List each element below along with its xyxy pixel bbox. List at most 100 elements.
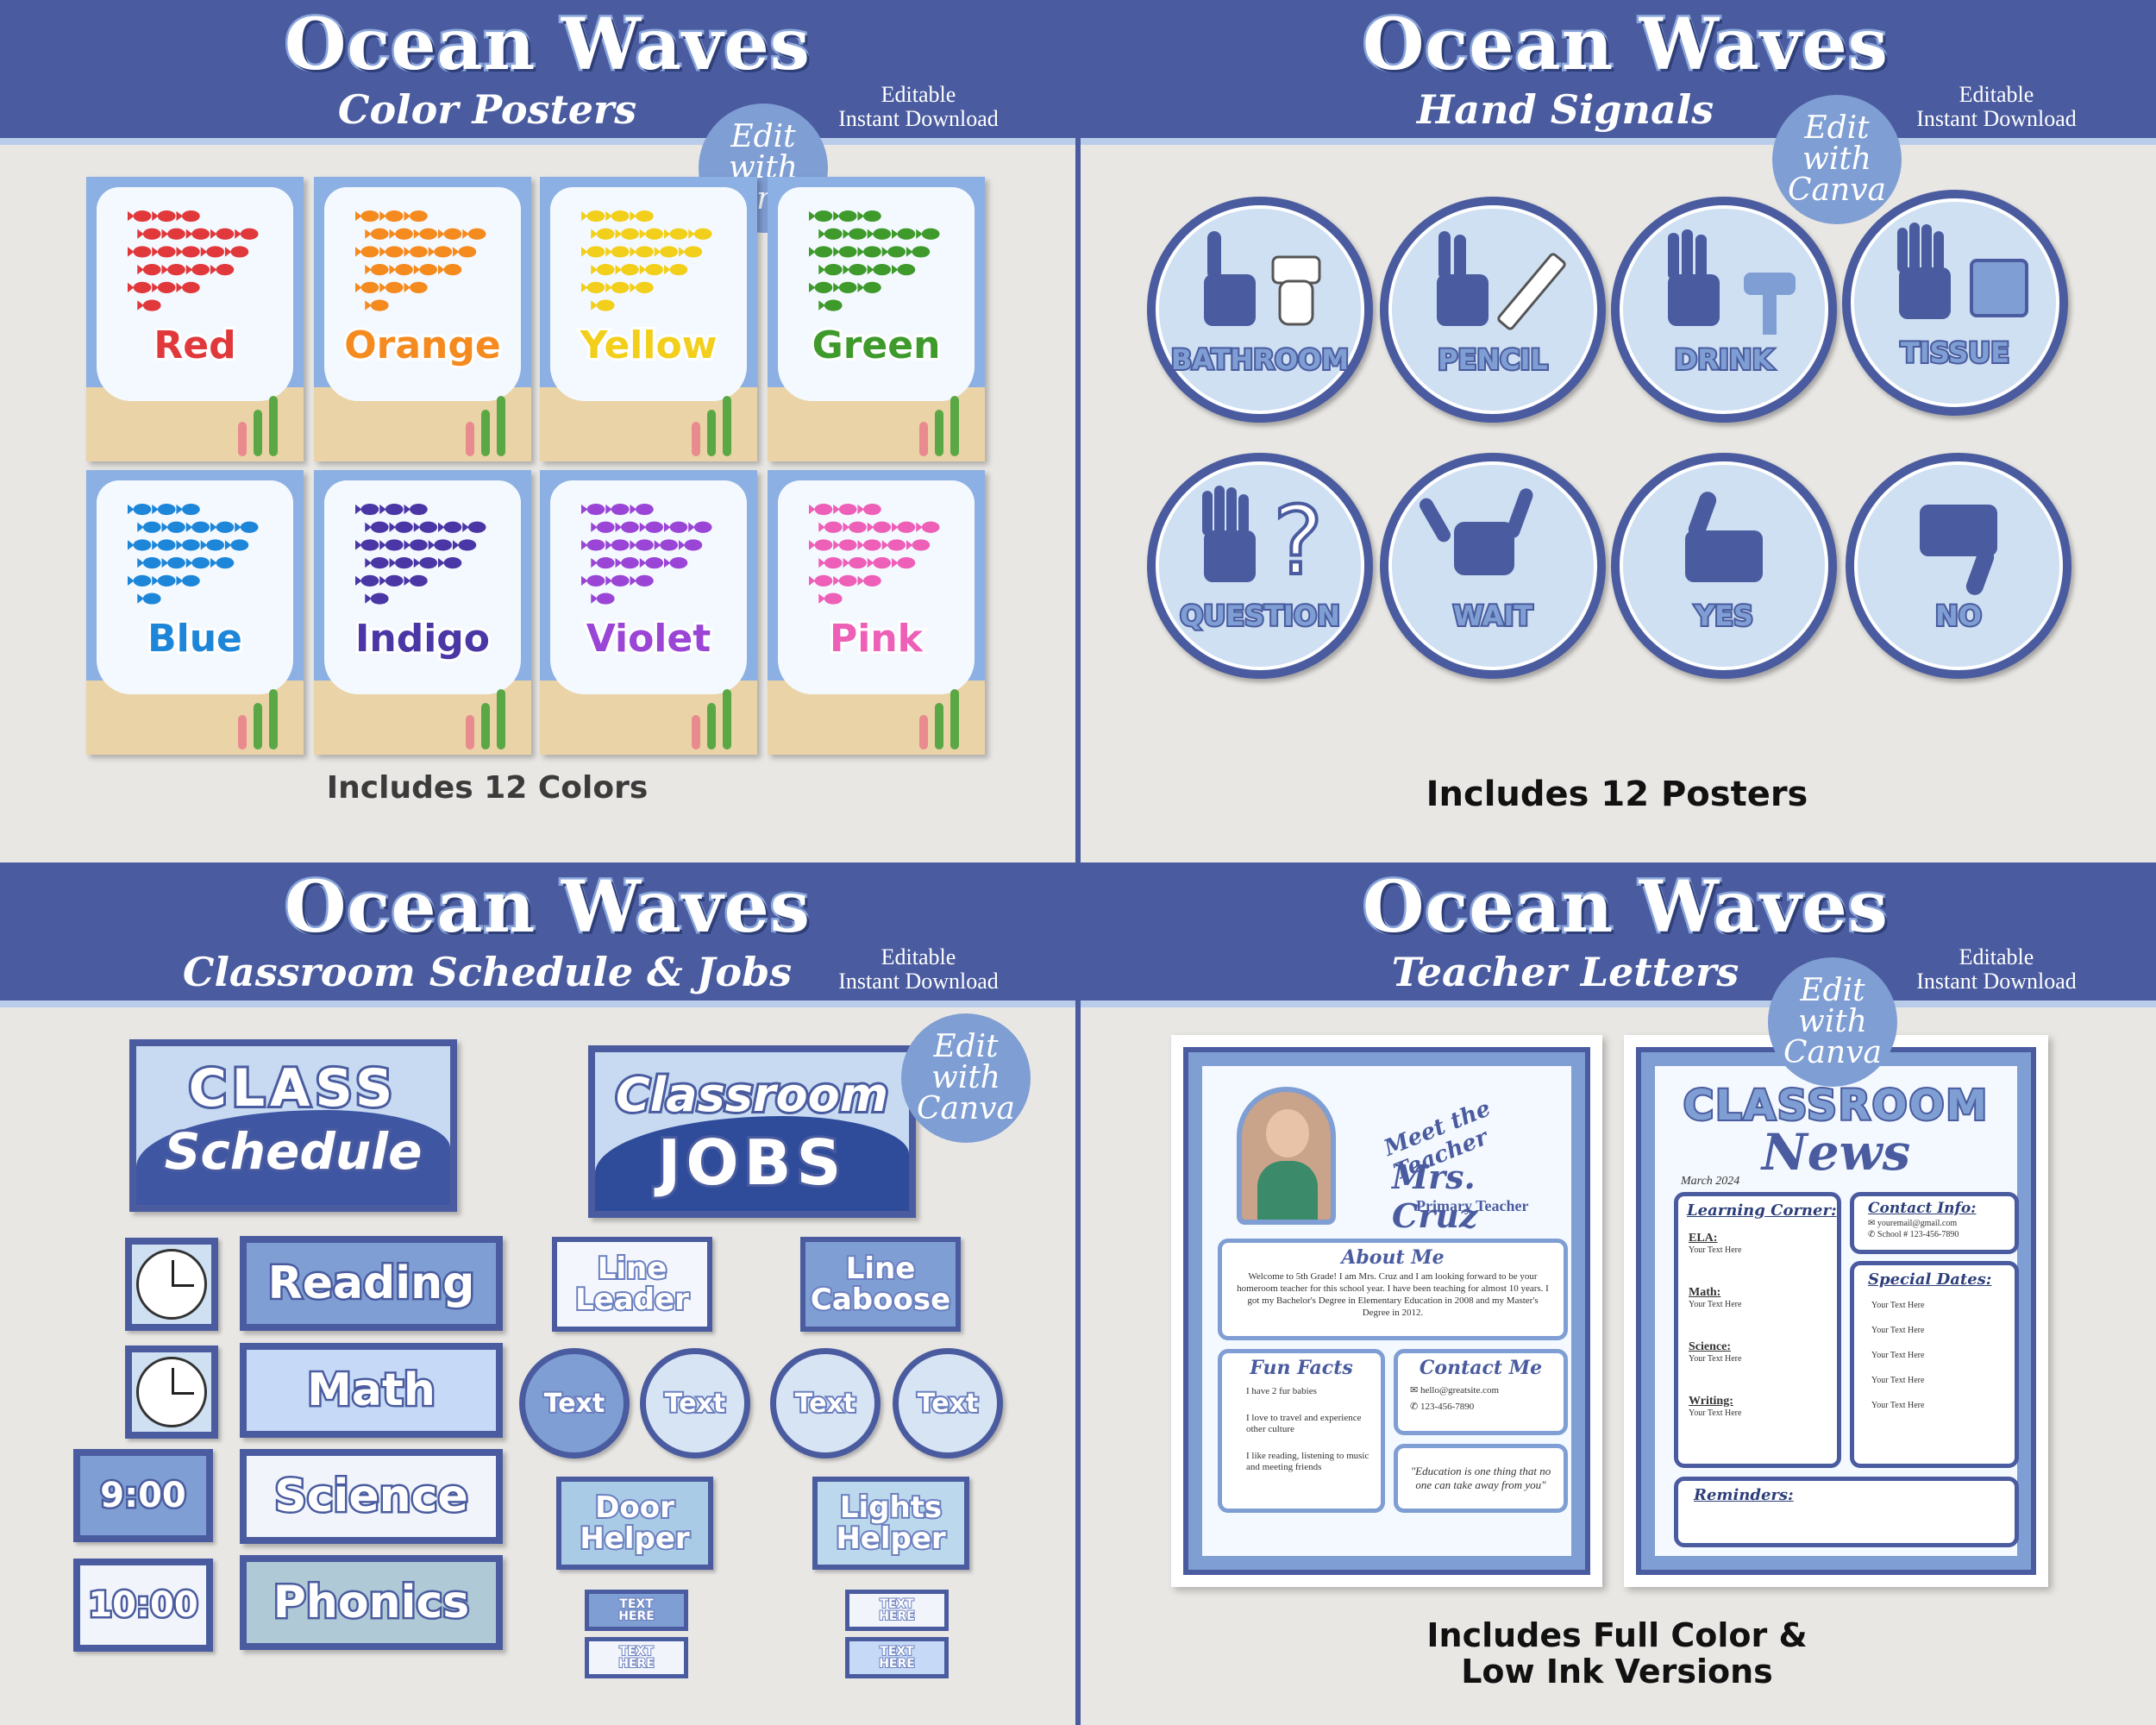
fish-school-icon: [355, 503, 486, 605]
poster-water: [778, 480, 975, 694]
teacher-photo: [1237, 1087, 1336, 1225]
hand-signal-badge: WAIT: [1380, 453, 1606, 679]
signal-label: NO: [1934, 598, 1984, 634]
mail-icon: ✉: [1410, 1385, 1420, 1396]
four-fingers-tissue-icon: [1897, 223, 2028, 319]
clock-icon: [125, 1238, 218, 1331]
color-name: Indigo: [353, 614, 492, 663]
fish-school-icon: [581, 210, 712, 311]
color-poster: Indigo: [314, 470, 531, 755]
news-title: CLASSROOM News: [1682, 1080, 1990, 1182]
svg-text:?: ?: [1273, 486, 1323, 596]
signal-label: BATHROOM: [1169, 342, 1351, 378]
panel-footer: Includes Full Color &Low Ink Versions: [1426, 1616, 1808, 1690]
color-poster: Green: [768, 177, 985, 461]
brand-title: Ocean Waves: [1361, 2, 1890, 89]
panel-divider: [1075, 0, 1081, 1725]
three-fingers-fountain-icon: [1668, 229, 1796, 335]
thumbs-down-icon: [1920, 505, 1997, 595]
color-poster: Red: [86, 177, 304, 461]
news-date: March 2024: [1681, 1175, 1740, 1188]
learning-corner-box: Learning Corner: ELA: Your Text Here Mat…: [1674, 1192, 1841, 1468]
thumbs-up-icon: [1685, 492, 1763, 582]
brand-title: Ocean Waves: [283, 864, 812, 951]
signal-label: DRINK: [1673, 342, 1776, 378]
color-name: Pink: [827, 614, 925, 663]
class-schedule-header-card: CLASS Schedule: [129, 1039, 457, 1212]
open-hand-question-icon: ?: [1202, 484, 1325, 598]
color-name: Blue: [145, 614, 245, 663]
color-name: Violet: [584, 614, 714, 663]
text-circle: Text: [770, 1348, 881, 1458]
panel-footer: Includes 12 Posters: [1426, 775, 1808, 814]
teacher-name: Mrs. Cruz: [1392, 1157, 1478, 1235]
contact-info-box: Contact Info: ✉ youremail@gmail.com ✆ Sc…: [1850, 1192, 2019, 1254]
poster-water: [97, 187, 293, 401]
signal-label: YES: [1693, 598, 1755, 634]
poster-water: [550, 187, 747, 401]
fish-school-icon: [128, 503, 259, 605]
signal-label: QUESTION: [1178, 598, 1342, 634]
panel-subtitle: Hand Signals: [1416, 86, 1714, 133]
shaka-hand-icon: [1420, 488, 1533, 575]
panel-subtitle: Color Posters: [337, 86, 637, 133]
poster-water: [324, 187, 521, 401]
fish-school-icon: [809, 503, 940, 605]
reminders-box: Reminders:: [1674, 1477, 2019, 1547]
time-card: 10:00: [73, 1559, 213, 1652]
signal-label: WAIT: [1451, 598, 1534, 634]
subject-card: Science: [240, 1449, 503, 1544]
signal-label: TISSUE: [1899, 335, 2011, 371]
phone-icon: ✆: [1868, 1230, 1877, 1239]
quote-box: "Education is one thing that no one can …: [1394, 1444, 1568, 1513]
classroom-jobs-header-card: Classroom JOBS: [588, 1045, 916, 1218]
fish-school-icon: [128, 210, 259, 311]
classroom-news-letter: CLASSROOM News March 2024 Learning Corne…: [1624, 1035, 2048, 1587]
hand-signal-badge: PENCIL: [1380, 197, 1606, 423]
poster-water: [324, 480, 521, 694]
panel-subtitle: Classroom Schedule & Jobs: [182, 949, 793, 995]
color-name: Orange: [342, 321, 503, 370]
two-fingers-pencil-icon: [1437, 231, 1566, 330]
fish-school-icon: [581, 503, 712, 605]
color-name: Green: [810, 321, 943, 370]
meet-the-teacher-letter: Meet the Teacher Mrs. Cruz Primary Teach…: [1171, 1035, 1602, 1587]
signal-label: PENCIL: [1436, 342, 1550, 378]
color-poster: Orange: [314, 177, 531, 461]
mail-icon: ✉: [1868, 1219, 1877, 1228]
fish-school-icon: [809, 210, 940, 311]
fish-school-icon: [355, 210, 486, 311]
hand-signal-badge: TISSUE: [1842, 190, 2068, 416]
hand-signal-badge: NO: [1846, 453, 2071, 679]
panel-subtitle: Teacher Letters: [1391, 949, 1739, 995]
one-finger-toilet-icon: [1204, 231, 1321, 326]
contact-box: Contact Me ✉ hello@greatsite.com ✆ 123-4…: [1394, 1349, 1568, 1435]
color-poster: Yellow: [540, 177, 757, 461]
banner: Ocean Waves Classroom Schedule & Jobs Ed…: [0, 862, 1078, 1007]
special-dates-box: Special Dates: Your Text Here Your Text …: [1850, 1261, 2019, 1468]
color-name: Yellow: [578, 321, 720, 370]
fun-facts-box: Fun Facts I have 2 fur babies I love to …: [1218, 1349, 1385, 1513]
schedule-jobs-panel: Ocean Waves Classroom Schedule & Jobs Ed…: [0, 862, 1078, 1725]
